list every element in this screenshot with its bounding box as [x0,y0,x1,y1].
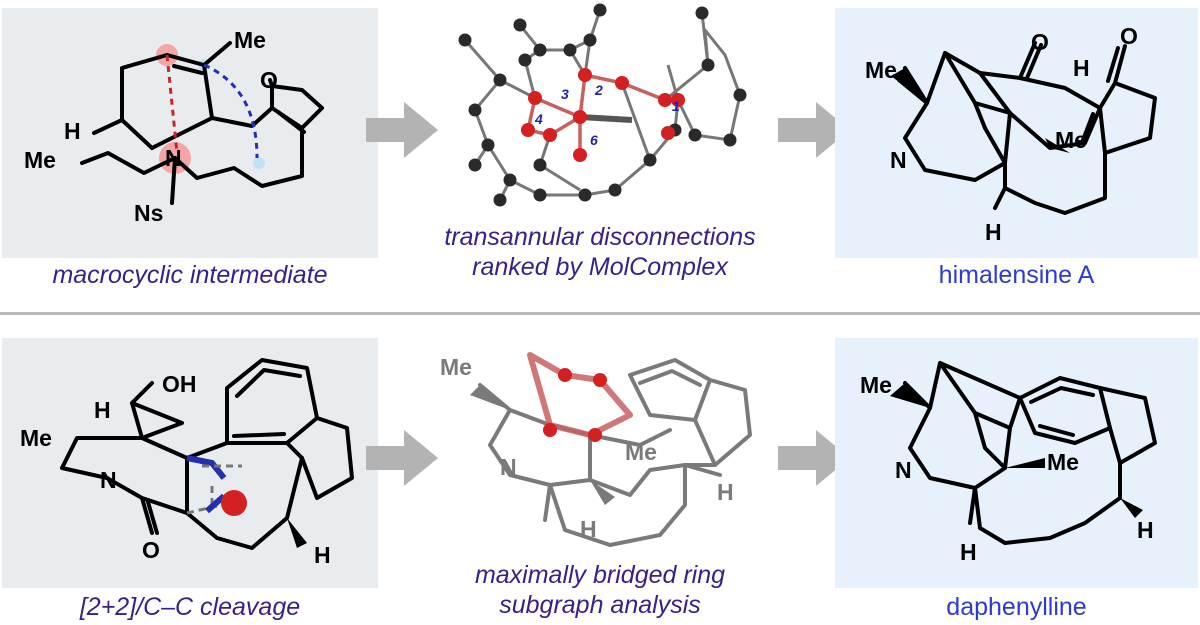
caption-daphenylline: daphenylline [946,593,1087,621]
atom-label-n: N [890,147,907,173]
structure-cc-cleavage: OH H Me N O H [20,358,354,568]
atom-label-o: O [260,67,278,93]
atom-label-n: N [165,145,182,171]
ring-number-4: 4 [534,111,543,127]
section-divider [0,312,1200,315]
structure-macrocyclic-intermediate: Me O H Me N Ns [24,27,324,226]
atom-label-me: Me [440,354,472,380]
atom-label-n: N [895,457,912,483]
panel-macrocyclic-intermediate: Me O H Me N Ns [2,8,378,258]
atom-label-oh: OH [162,371,197,397]
caption-macrocyclic-intermediate: macrocyclic intermediate [52,261,328,289]
caption-cc-cleavage: [2+2]/C–C cleavage [79,593,301,621]
caption-line: maximally bridged ring [474,561,726,589]
atom-label-h: H [64,118,81,144]
atom-label-h: H [1073,55,1090,81]
ring-number-6: 6 [590,132,598,148]
atom-label-o: O [142,537,160,563]
atom-label-h: H [314,542,331,568]
caption-himalensine-a: himalensine A [938,261,1095,289]
atom-label-o: O [1031,29,1049,55]
structure-himalensine-a: Me O O H Me N H [865,23,1157,245]
panel-daphenylline: Me Me N H H [835,338,1198,588]
atom-label-me: Me [625,439,657,465]
atom-label-me: Me [20,425,52,451]
atom-label-h: H [985,219,1002,245]
panel-bridged-ring-subgraph: Me N Me H H [440,335,760,555]
reaction-arrow-icon [366,102,438,158]
ring-number-2: 2 [594,82,603,98]
reaction-arrow-icon [778,102,850,158]
caption-transannular-disconnections: transannular disconnections ranked by Mo… [420,222,780,282]
panel-transannular-disconnections: 3 2 1 4 6 [440,3,760,220]
atom-label-me: Me [1055,127,1087,153]
structure-daphenylline: Me Me N H H [860,361,1157,565]
panel-cc-cleavage: OH H Me N O H [2,338,378,588]
caption-line: ranked by MolComplex [472,253,728,281]
atom-label-me: Me [865,57,897,83]
reaction-arrow-icon [778,430,850,486]
atom-label-me: Me [860,372,892,398]
atom-label-h: H [94,397,111,423]
atom-label-h: H [717,479,734,505]
caption-bridged-ring-subgraph: maximally bridged ring subgraph analysis [420,560,780,620]
graph-transannular-disconnections: 3 2 1 4 6 [458,3,747,207]
caption-line: transannular disconnections [444,223,756,251]
atom-label-me: Me [1047,449,1079,475]
atom-label-n: N [100,467,117,493]
caption-line: subgraph analysis [499,591,701,619]
atom-label-h: H [960,539,977,565]
atom-label-me: Me [24,147,56,173]
atom-label-n: N [500,454,517,480]
panel-himalensine-a: Me O O H Me N H [835,8,1198,258]
atom-label-o: O [1120,23,1138,49]
atom-label-h: H [580,516,597,542]
atom-label-ns: Ns [134,200,163,226]
structure-bridged-ring-subgraph: Me N Me H H [440,352,752,547]
ring-number-1: 1 [672,98,680,114]
reaction-arrow-icon [366,430,438,486]
atom-label-h: H [1137,517,1154,543]
ring-number-3: 3 [561,86,569,102]
atom-label-me: Me [234,27,266,53]
